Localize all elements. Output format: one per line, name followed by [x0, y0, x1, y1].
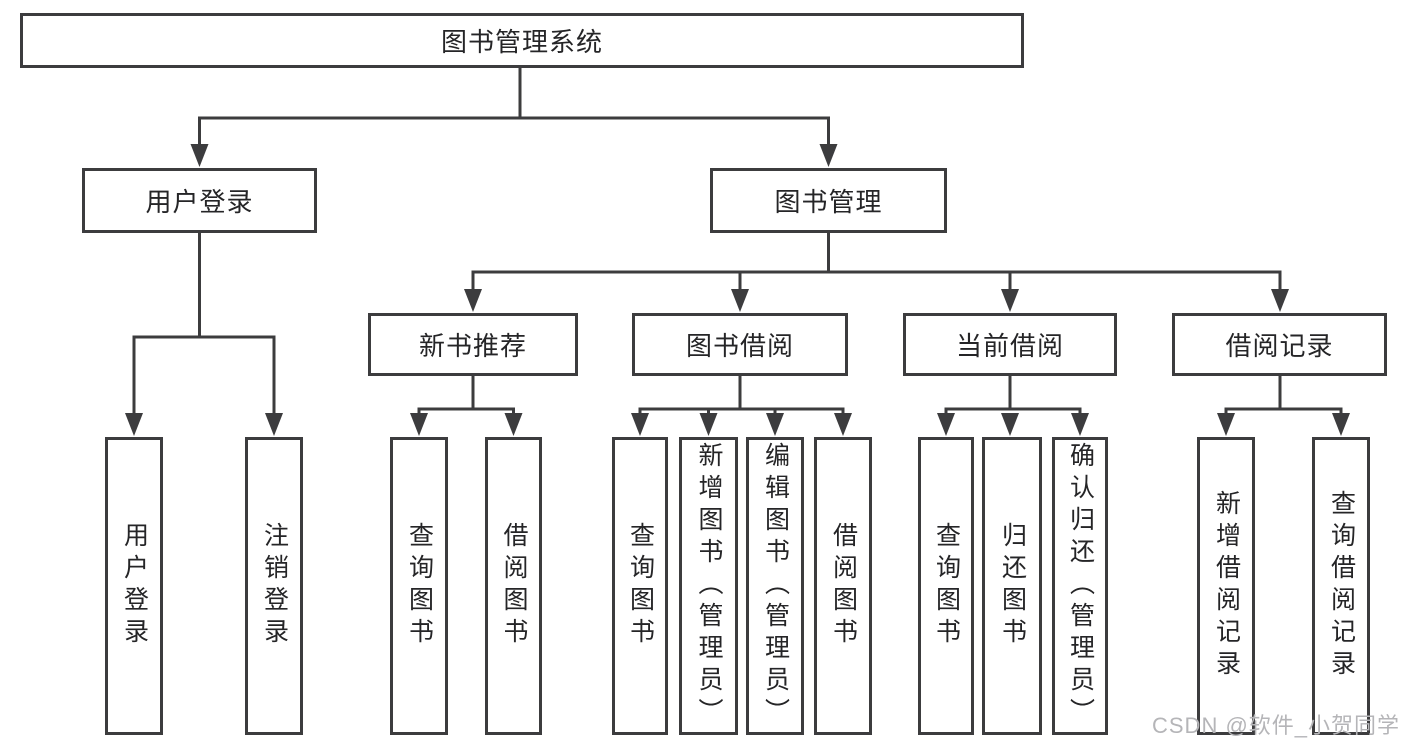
- leaf-return-books-label: 归还图书: [998, 522, 1027, 650]
- leaf-query-books-borrowing-label: 查询图书: [626, 522, 655, 650]
- leaf-query-books-current-label: 查询图书: [932, 522, 961, 650]
- leaf-query-books-recommend: 查询图书: [390, 437, 448, 735]
- leaf-query-borrow-record-label: 查询借阅记录: [1327, 490, 1356, 682]
- node-user-login-label: 用户登录: [145, 187, 254, 217]
- leaf-add-books-admin-label: 新增图书（管理员）: [695, 442, 723, 730]
- watermark: CSDN @软件_小贺同学: [1152, 713, 1401, 738]
- leaf-add-borrow-record-label: 新增借阅记录: [1212, 490, 1241, 682]
- leaf-borrow-books-recommend-label: 借阅图书: [500, 522, 528, 650]
- node-borrowing-records: 借阅记录: [1172, 313, 1387, 376]
- leaf-add-borrow-record: 新增借阅记录: [1197, 437, 1255, 735]
- node-borrowing-records-label: 借阅记录: [1225, 331, 1334, 361]
- leaf-user-login: 用户登录: [105, 437, 163, 735]
- node-current-borrowing-label: 当前借阅: [955, 331, 1064, 361]
- node-book-borrowing-label: 图书借阅: [685, 331, 794, 361]
- leaf-query-books-recommend-label: 查询图书: [405, 522, 434, 650]
- leaf-return-books: 归还图书: [982, 437, 1042, 735]
- leaf-query-books-borrowing: 查询图书: [612, 437, 668, 735]
- node-current-borrowing: 当前借阅: [903, 313, 1117, 376]
- node-book-management: 图书管理: [710, 168, 947, 233]
- node-root: 图书管理系统: [20, 13, 1024, 68]
- leaf-query-borrow-record: 查询借阅记录: [1312, 437, 1370, 735]
- leaf-edit-books-admin: 编辑图书（管理员）: [746, 437, 804, 735]
- leaf-borrow-books: 借阅图书: [814, 437, 872, 735]
- node-new-book-recommendation: 新书推荐: [368, 313, 578, 376]
- node-user-login: 用户登录: [82, 168, 317, 233]
- node-new-book-recommendation-label: 新书推荐: [418, 331, 527, 361]
- node-root-label: 图书管理系统: [440, 27, 603, 57]
- leaf-borrow-books-label: 借阅图书: [829, 522, 858, 650]
- node-book-management-label: 图书管理: [774, 187, 883, 217]
- leaf-query-books-current: 查询图书: [918, 437, 974, 735]
- leaf-user-login-label: 用户登录: [120, 522, 149, 650]
- leaf-edit-books-admin-label: 编辑图书（管理员）: [761, 442, 790, 730]
- node-book-borrowing: 图书借阅: [632, 313, 848, 376]
- leaf-borrow-books-recommend: 借阅图书: [485, 437, 542, 735]
- leaf-confirm-return-admin-label: 确认归还（管理员）: [1066, 442, 1095, 730]
- leaf-logout: 注销登录: [245, 437, 303, 735]
- leaf-add-books-admin: 新增图书（管理员）: [679, 437, 738, 735]
- leaf-logout-label: 注销登录: [260, 522, 289, 650]
- leaf-confirm-return-admin: 确认归还（管理员）: [1052, 437, 1108, 735]
